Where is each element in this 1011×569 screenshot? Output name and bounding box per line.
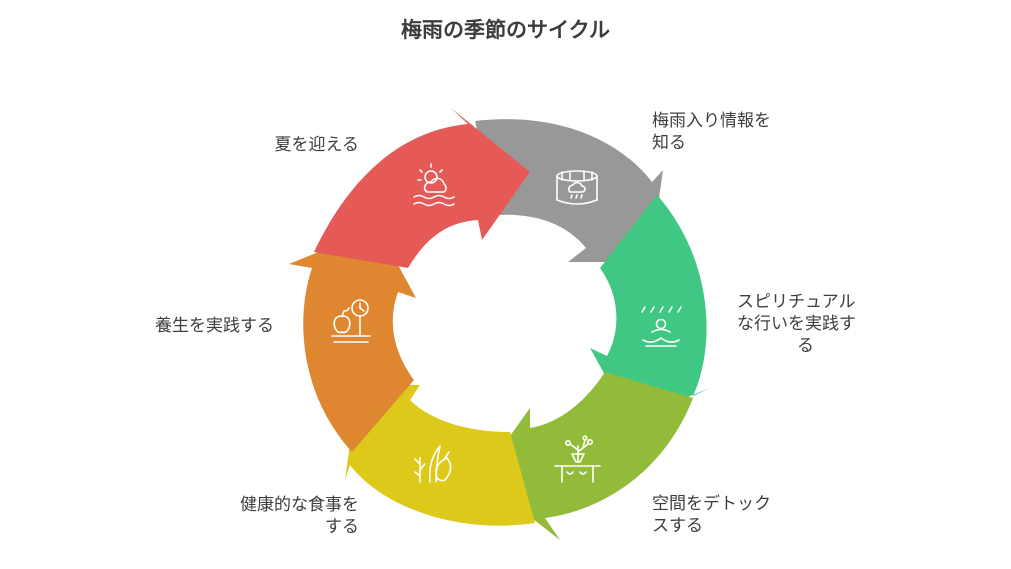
step-label-healthy-meal: 健康的な食事を する — [240, 495, 359, 537]
cycle-segment-practice-health — [289, 228, 416, 452]
plant-table-icon — [554, 435, 601, 483]
apple-scale-icon — [331, 299, 371, 343]
meditation-rain-icon — [641, 306, 682, 347]
cycle-segment-healthy-meal — [345, 385, 535, 526]
sun-waves-icon — [413, 163, 455, 207]
step-label-welcome-summer: 夏を迎える — [274, 135, 360, 155]
vegetables-icon — [414, 445, 452, 483]
step-label-spiritual-practice: スピリチュアル な行いを実践す る — [737, 292, 856, 356]
step-label-know-rainy-season: 梅雨入り情報を 知る — [652, 111, 771, 153]
step-label-practice-health: 養生を実践する — [155, 316, 274, 336]
diagram-title: 梅雨の季節のサイクル — [401, 18, 610, 42]
cycle-segment-welcome-summer — [314, 108, 530, 268]
step-label-space-detox: 空間をデトック スする — [652, 494, 771, 536]
cycle-segment-spiritual-practice — [590, 195, 710, 420]
cycle-segment-space-detox — [480, 372, 693, 540]
calendar-rain-icon — [556, 170, 598, 205]
